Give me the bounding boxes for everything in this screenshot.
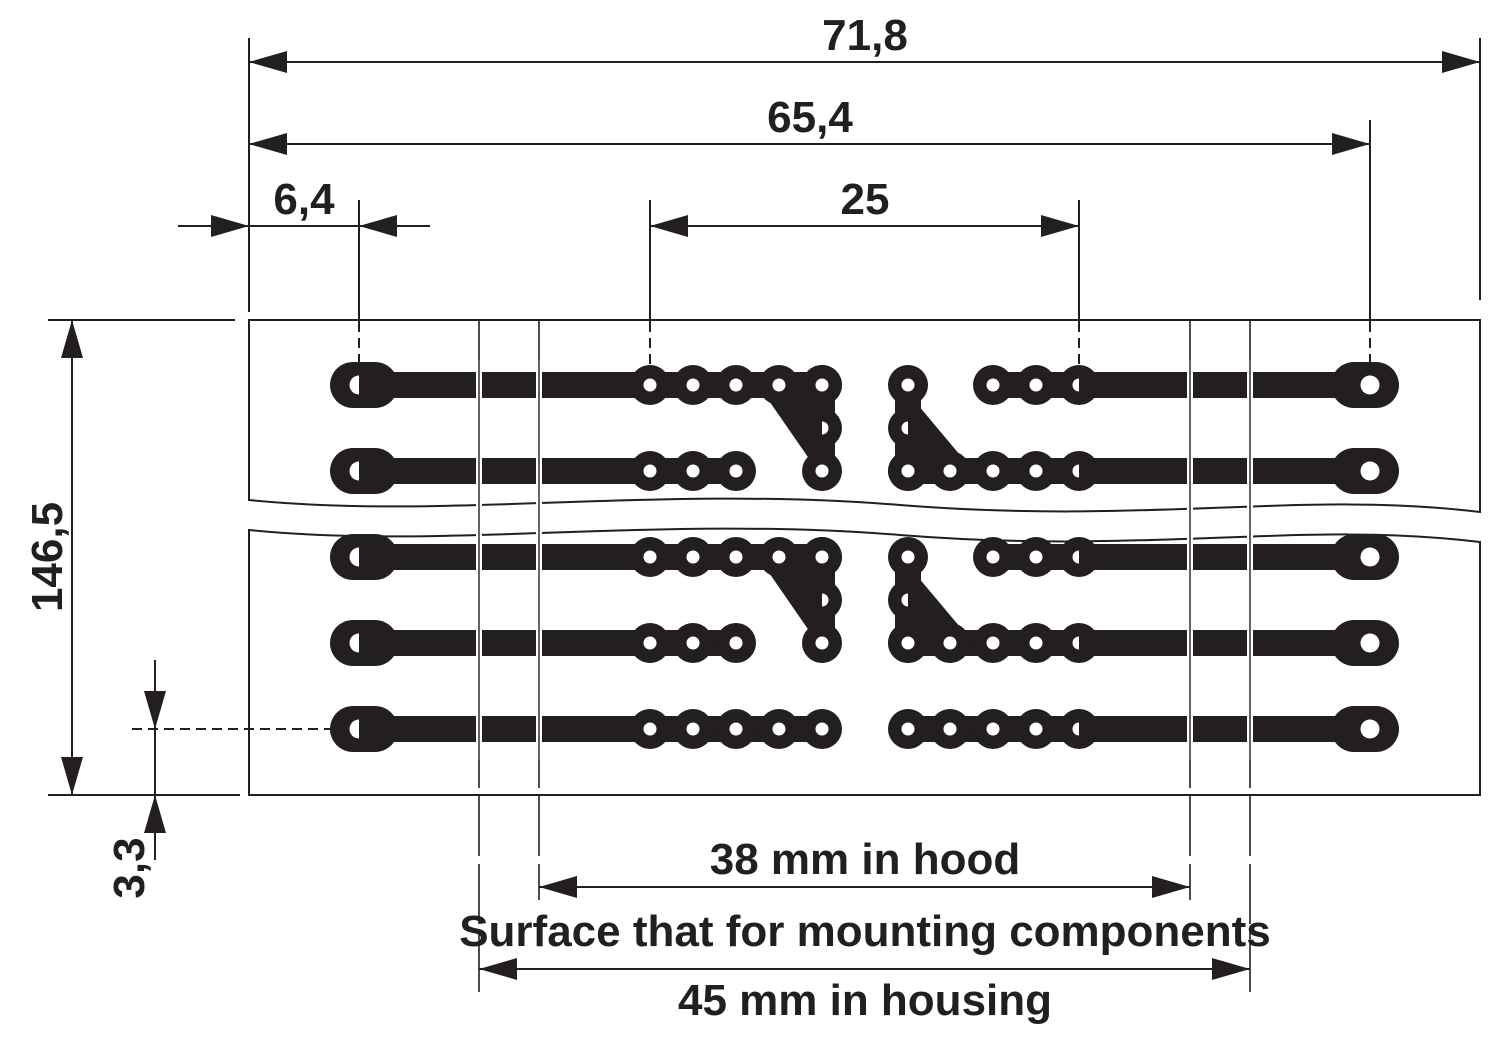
solder-hole [815,722,829,736]
solder-hole [986,636,1000,650]
solder-hole [772,550,786,564]
dim-bottom-offset-label: 3,3 [105,837,154,898]
track-bar [1079,372,1370,398]
solder-hole [729,636,743,650]
arrow-head [1442,51,1480,73]
track-bar [1079,716,1370,742]
arrow-head [1212,958,1250,980]
arrow-head [144,691,166,729]
dim-edge-to-first-pin-label: 6,4 [273,175,335,224]
solder-hole [1029,636,1043,650]
solder-hole [1029,464,1043,478]
housing-note: 45 mm in housing [678,976,1052,1025]
arrow-head [249,133,287,155]
arrow-head [211,215,249,237]
solder-hole [815,636,829,650]
solder-hole [986,550,1000,564]
terminal-hole [1360,375,1380,395]
solder-hole [1029,378,1043,392]
arrow-head [539,876,577,898]
solder-hole [643,378,657,392]
dim-center-group-label: 25 [841,175,890,224]
arrow-head [1041,215,1079,237]
arrow-head [61,757,83,795]
dim-overall-width-label: 71,8 [822,11,908,60]
arrow-head [1332,133,1370,155]
center-marks [132,322,1371,730]
solder-hole [901,550,915,564]
solder-hole [1029,550,1043,564]
arrow-head [479,958,517,980]
zone-lines [478,320,1251,995]
solder-hole [986,464,1000,478]
hood-note: 38 mm in hood [710,835,1020,884]
solder-hole [815,464,829,478]
dim-height-label: 146,5 [23,502,72,612]
zone-lines-over [478,360,1251,760]
solder-hole [772,378,786,392]
arrow-head [650,215,688,237]
solder-hole [686,722,700,736]
terminal-hole [1360,719,1380,739]
arrow-head [144,795,166,833]
solder-hole [643,464,657,478]
track-bar [1079,630,1370,656]
solder-hole [643,550,657,564]
solder-hole [686,378,700,392]
dim-outer-pin-span-label: 65,4 [767,93,853,142]
dimension-lines [61,51,1480,980]
solder-hole [815,378,829,392]
solder-hole [686,636,700,650]
track-bar [1079,458,1370,484]
track-fillet [908,405,965,461]
solder-hole [643,722,657,736]
solder-hole [729,722,743,736]
solder-hole [729,550,743,564]
arrow-head [61,320,83,358]
terminal-hole [1360,633,1380,653]
solder-hole [901,722,915,736]
solder-hole [901,464,915,478]
solder-hole [729,464,743,478]
solder-hole [986,378,1000,392]
solder-hole [943,722,957,736]
extension-lines [48,38,1481,796]
arrow-head [249,51,287,73]
solder-hole [986,722,1000,736]
solder-hole [943,636,957,650]
solder-hole [901,378,915,392]
track-bar [1079,544,1370,570]
solder-hole [1029,722,1043,736]
conductor-tracks [330,362,1399,752]
solder-hole [772,722,786,736]
solder-hole [815,550,829,564]
arrow-head [1152,876,1190,898]
arrow-head [359,215,397,237]
solder-hole [901,636,915,650]
track-fillet [908,577,965,633]
track-fillet [765,567,822,635]
solder-hole [686,464,700,478]
solder-hole [686,550,700,564]
solder-hole [943,464,957,478]
board-upper-panel [248,319,1481,514]
surface-note: Surface that for mounting components [459,907,1271,956]
terminal-hole [1360,461,1380,481]
track-fillet [765,395,822,463]
solder-hole [643,636,657,650]
solder-hole [729,378,743,392]
terminal-hole [1360,547,1380,567]
